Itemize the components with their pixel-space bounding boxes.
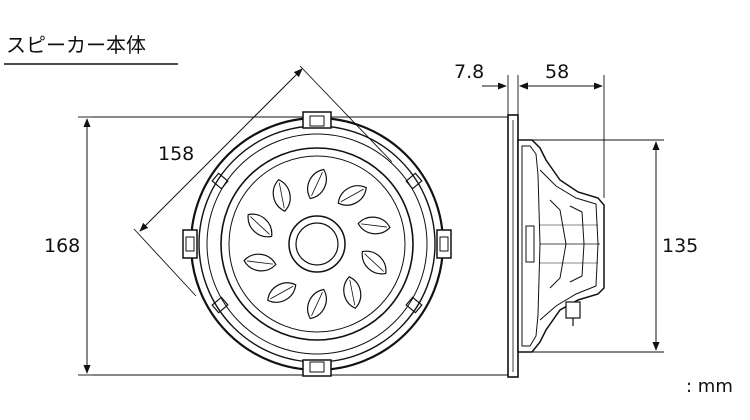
section-title: スピーカー本体 (6, 33, 146, 57)
cone-leaf (361, 250, 387, 275)
diagonal-label: 158 (158, 143, 194, 165)
height-dimension: 168 (44, 116, 92, 376)
cone-leaf (357, 216, 391, 235)
cone-leaf (307, 168, 327, 200)
cone-leaf (307, 288, 327, 320)
magnet-height-label: 135 (662, 235, 698, 257)
cone-leaf (343, 276, 362, 309)
speaker-frame (182, 111, 452, 377)
flange-thickness-dimension (482, 75, 544, 115)
unit-label: : mm (686, 376, 733, 397)
side-view (482, 75, 664, 378)
depth-dimension (519, 75, 605, 198)
depth-label: 58 (545, 61, 569, 83)
cone-leaf (272, 179, 291, 212)
front-view: 158 168 (44, 65, 508, 377)
cone-leaf (247, 213, 273, 238)
flange-thickness-label: 7.8 (454, 61, 484, 83)
cone-pattern (243, 168, 391, 320)
cone-leaf (267, 282, 297, 303)
height-label: 168 (44, 235, 80, 257)
center-cap (288, 215, 346, 273)
diagonal-dimension: 158 (133, 65, 393, 297)
cone-leaf (337, 185, 367, 206)
magnet-height-dimension (532, 139, 664, 353)
cone-leaf (243, 253, 277, 272)
